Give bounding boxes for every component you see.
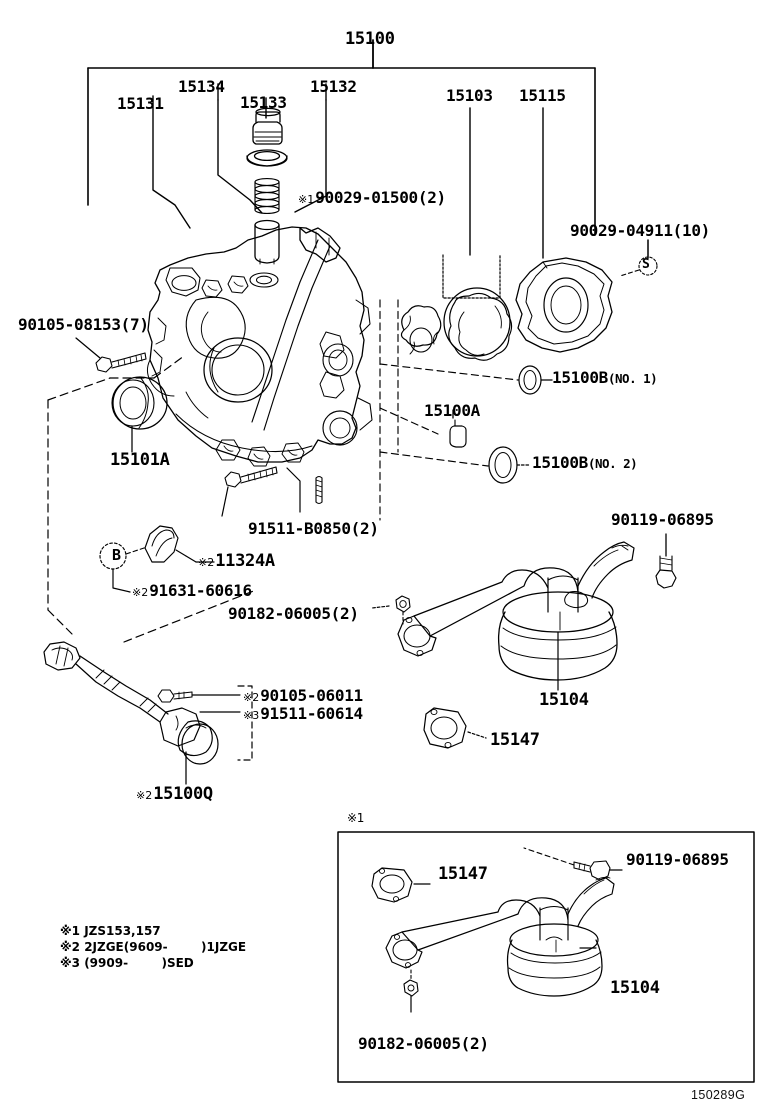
callout-15131: 15131 <box>117 94 164 113</box>
callout-15115: 15115 <box>519 86 566 105</box>
callout-11324A: 11324A <box>215 551 275 571</box>
callout-15133: 15133 <box>240 93 287 112</box>
callout-clamp-bolt: ※2 91631-60616 <box>132 581 252 600</box>
callout-90182-06005: 90182-06005(2) <box>228 604 359 623</box>
front-seal-15101A <box>111 376 168 453</box>
footnote-mark-2d: ※2 <box>136 789 153 802</box>
callout-15100B-1: 15100B <box>552 368 608 387</box>
callout-90105-06011: 90105-06011 <box>260 686 363 705</box>
sender-bracket-dashed <box>237 685 253 761</box>
callout-90119-06895: 90119-06895 <box>611 510 714 529</box>
pump-cover-bolt-leader <box>619 239 658 277</box>
strainer-nut-90182-06005 <box>371 595 411 625</box>
callout-sender: ※2 15100Q <box>136 786 213 803</box>
relief-valve-spring-15132 <box>254 178 280 214</box>
inset-box <box>337 831 755 1083</box>
callout-oring-no2: 15100B (NO. 2) <box>532 453 638 472</box>
callout-15103: 15103 <box>446 86 493 105</box>
top-bracket <box>87 39 596 236</box>
callout-90029-04911: 90029-04911(10) <box>570 221 710 240</box>
callout-15132: 15132 <box>310 77 357 96</box>
callout-15100B-2: 15100B <box>532 453 588 472</box>
clamp-11324A <box>144 525 215 563</box>
inset-callout-15147: 15147 <box>438 864 488 884</box>
inset-marker: ※1 <box>347 811 365 825</box>
callout-15100: 15100 <box>345 29 395 49</box>
top-leader-lines <box>152 83 544 259</box>
marker-b-label: B <box>112 546 121 564</box>
callout-15101A: 15101A <box>110 450 170 470</box>
callout-sender-screw: ※3 91511-60614 <box>243 704 363 723</box>
callout-15104: 15104 <box>539 690 589 710</box>
relief-valve-plug-15133 <box>252 107 283 145</box>
pin-15100A <box>449 409 467 448</box>
footnote-line-3: ※3 (9909- )SED <box>60 956 194 970</box>
marker-s-label: S <box>642 257 650 272</box>
footnote-mark-1: ※1 <box>298 193 315 206</box>
inset-callout-90119-06895: 90119-06895 <box>626 850 729 869</box>
pump-cover-15115 <box>515 257 613 353</box>
inset-nut-90182-06005 <box>403 969 419 1013</box>
callout-15100A: 15100A <box>424 401 480 420</box>
oring-no2-15100B <box>488 446 531 484</box>
callout-90029-01500: 90029-01500(2) <box>315 188 446 207</box>
callout-clamp: ※2 11324A <box>198 553 275 570</box>
oil-sender-15100Q <box>43 641 219 785</box>
oil-pump-body <box>146 226 373 467</box>
inset-gasket-15147 <box>371 867 431 903</box>
strainer-bolt-90119-06895 <box>655 533 677 589</box>
relief-valve-plunger-15131 <box>254 219 280 265</box>
strainer-gasket-15147 <box>423 707 487 749</box>
footnote-mark-2a: ※2 <box>198 556 215 569</box>
callout-cover-bolt: ※1 90029-01500(2) <box>298 188 446 207</box>
callout-15147: 15147 <box>490 730 540 750</box>
marker-b-circle <box>99 542 145 593</box>
assembly-dashed-column <box>379 299 399 521</box>
rotor-set-15103 <box>400 254 513 361</box>
inset-strainer-15104 <box>385 876 615 997</box>
inset-bolt-90119-06895 <box>523 847 623 881</box>
sender-dashed-enclosure <box>47 355 257 643</box>
relief-valve-gasket-15134 <box>246 149 288 167</box>
callout-15100Q: 15100Q <box>153 784 213 804</box>
oil-strainer-15104 <box>397 541 635 691</box>
oring-no1-15100B <box>518 365 553 395</box>
callout-91511-B0850: 91511-B0850(2) <box>248 519 379 538</box>
callout-91511-60614: 91511-60614 <box>260 704 363 723</box>
callout-15100B-2-sub: (NO. 2) <box>588 456 638 471</box>
stud-bolt-91511-B0850 <box>221 466 301 517</box>
assembly-dashed-right <box>379 363 519 467</box>
callout-15134: 15134 <box>178 77 225 96</box>
footnote-mark-2b: ※2 <box>132 586 149 599</box>
inset-callout-15104: 15104 <box>610 978 660 998</box>
figure-code: 150289G <box>691 1088 746 1102</box>
sender-bolt-90105-06011 <box>157 689 241 703</box>
callout-15100B-1-sub: (NO. 1) <box>608 371 658 386</box>
footnote-mark-3a: ※3 <box>243 709 260 722</box>
callout-91631-60616: 91631-60616 <box>149 581 252 600</box>
footnote-line-1: ※1 JZS153,157 <box>60 924 161 938</box>
seal-bolt-90105-08153 <box>75 337 147 373</box>
callout-oring-no1: 15100B (NO. 1) <box>552 368 658 387</box>
inset-callout-90182-06005: 90182-06005(2) <box>358 1034 489 1053</box>
callout-sender-bolt: ※2 90105-06011 <box>243 686 363 705</box>
callout-90105-08153: 90105-08153(7) <box>18 315 149 334</box>
footnote-line-2: ※2 2JZGE(9609- )1JZGE <box>60 940 247 954</box>
footnote-mark-2c: ※2 <box>243 691 260 704</box>
dowel-pin <box>315 476 323 504</box>
